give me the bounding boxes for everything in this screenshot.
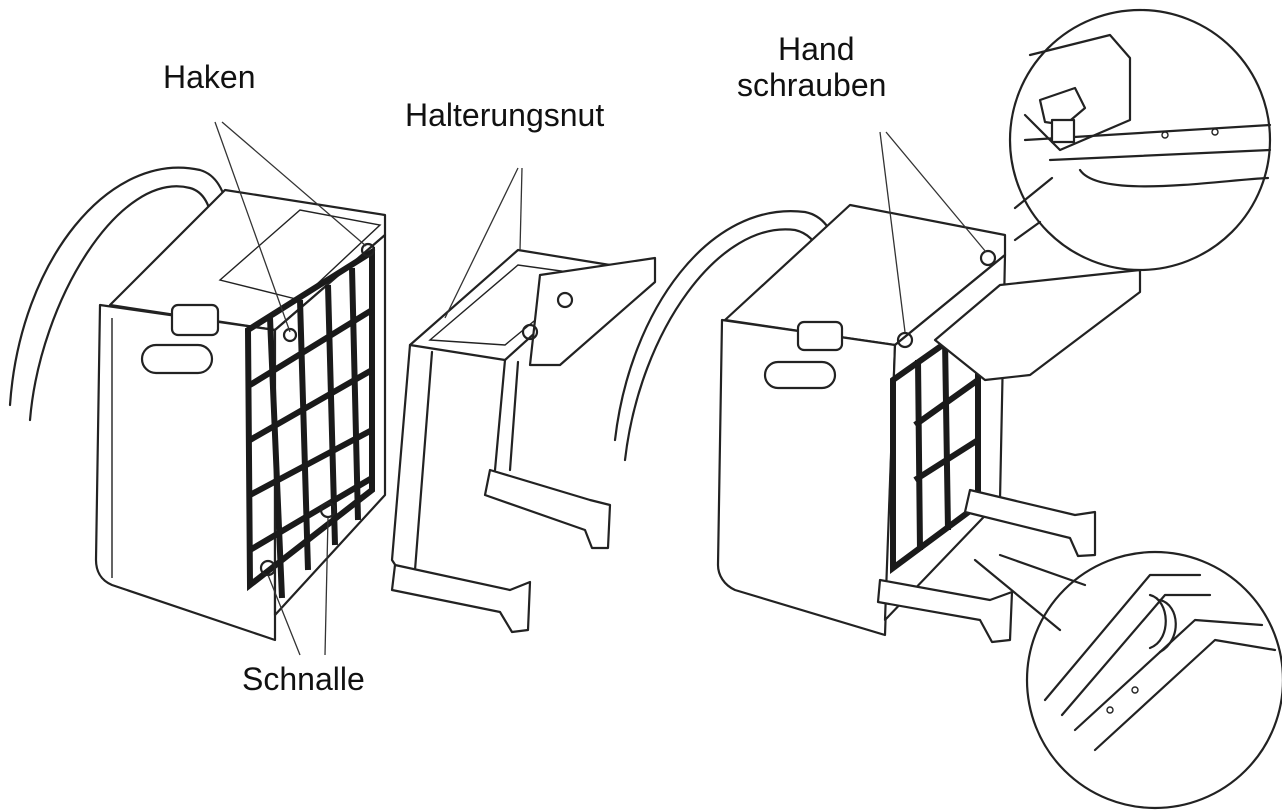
assembled-unit: [613, 203, 1142, 644]
tank-with-filter: [8, 166, 387, 642]
mounting-bracket: [390, 248, 657, 634]
label-halterungsnut: Halterungsnut: [405, 97, 605, 133]
label-hand: Hand: [778, 31, 855, 67]
detail-top: [1008, 8, 1272, 272]
detail-bottom: [973, 550, 1282, 810]
label-schnalle: Schnalle: [242, 661, 365, 697]
label-haken: Haken: [163, 59, 256, 95]
label-schrauben: schrauben: [737, 67, 887, 103]
leader-lines: [214, 121, 987, 656]
